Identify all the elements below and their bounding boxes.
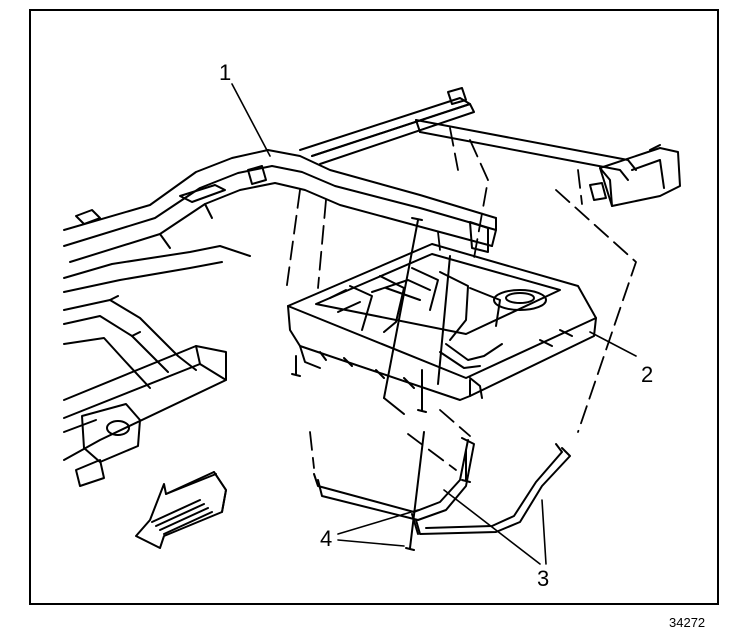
crossmember [299, 87, 681, 207]
callout-1: 1 [219, 60, 232, 85]
fuel-tank [287, 243, 597, 401]
fasteners [291, 217, 471, 551]
callout-4: 4 [320, 526, 333, 551]
figure-number: 34272 [669, 615, 706, 630]
illustration-frame [29, 9, 719, 605]
front-direction-arrow [135, 471, 227, 549]
alignment-lines [285, 127, 637, 471]
callout-2: 2 [641, 362, 654, 387]
callout-3: 3 [537, 566, 550, 591]
fuel-tank-straps [313, 437, 571, 535]
rear-frame-section [63, 245, 251, 487]
frame-rail [63, 149, 497, 263]
leader-lines [231, 83, 637, 565]
